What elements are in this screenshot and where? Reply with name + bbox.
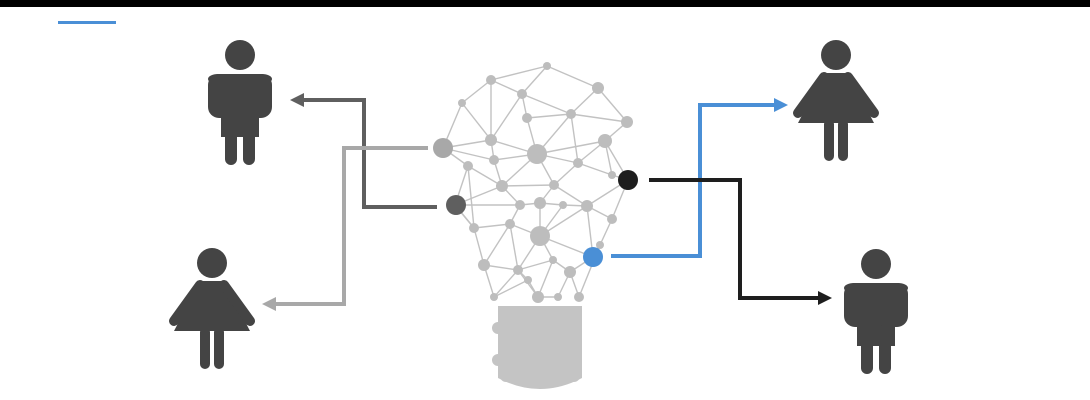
top-bar [0, 0, 1090, 7]
man-icon [843, 248, 909, 375]
network-node [469, 223, 479, 233]
network-node [527, 144, 547, 164]
network-node [513, 265, 523, 275]
woman-icon [798, 40, 874, 161]
person-top-left [207, 39, 273, 166]
network-node [566, 109, 576, 119]
network-node [534, 197, 546, 209]
network-node [598, 134, 612, 148]
network-node [559, 201, 567, 209]
network-edge [537, 259, 554, 298]
network-edge [473, 227, 485, 266]
network-node [554, 293, 562, 301]
bulb-base-ring [492, 354, 580, 366]
bulb-node-black [618, 170, 638, 190]
network-edge [467, 165, 475, 229]
person-bottom-left [174, 248, 250, 369]
network-node [458, 99, 466, 107]
network-node [524, 276, 532, 284]
arrow-icon [774, 98, 788, 112]
network-node [608, 171, 616, 179]
bulb-node-light-gray [433, 138, 453, 158]
network-node [543, 62, 551, 70]
network-edge [521, 93, 572, 115]
network-node [592, 82, 604, 94]
connector-black [649, 178, 832, 305]
network-edge [536, 140, 606, 155]
network-edge [570, 113, 579, 164]
network-edge [553, 162, 579, 186]
network-node [505, 219, 515, 229]
bulb-base-ring [492, 322, 580, 334]
network-edge [553, 184, 588, 207]
network-edge [517, 259, 554, 271]
bulb-base-ring [500, 370, 580, 382]
network-edge [501, 184, 555, 187]
network-edge [577, 162, 613, 176]
network-node [489, 155, 499, 165]
network-node [478, 259, 490, 271]
network-node [549, 180, 559, 190]
network-edge [490, 65, 548, 81]
connector-light-gray [262, 146, 428, 311]
network-edge [546, 65, 599, 89]
network-edge [473, 223, 511, 229]
network-edge [461, 102, 492, 141]
network-node [522, 113, 532, 123]
network-node [574, 292, 584, 302]
accent-line [58, 21, 116, 24]
network-edge [570, 87, 599, 115]
network-node [490, 293, 498, 301]
bulb-base-ring [500, 306, 580, 318]
network-edge [461, 79, 492, 104]
network-node [517, 89, 527, 99]
person-top-right [798, 40, 874, 161]
person-bottom-right [843, 248, 909, 375]
network-node [621, 116, 633, 128]
man-icon [207, 39, 273, 166]
network-edge [509, 223, 519, 271]
bulb-base-ring [500, 338, 580, 350]
network-node [581, 200, 593, 212]
woman-icon [174, 248, 250, 369]
bulb-base [492, 306, 582, 389]
arrow-icon [290, 93, 304, 107]
connector-dark-gray [290, 93, 437, 209]
network-node [564, 266, 576, 278]
network-node [532, 291, 544, 303]
network-node [486, 75, 496, 85]
network-edge [493, 279, 529, 298]
network-edge [526, 113, 572, 119]
arrow-icon [818, 291, 832, 305]
network-edge [521, 65, 548, 95]
arrow-icon [262, 297, 276, 311]
network-node [463, 161, 473, 171]
network-node [607, 214, 617, 224]
network-edge [570, 113, 628, 123]
bulb-node-dark-gray [446, 195, 466, 215]
connector-blue [611, 98, 788, 258]
network-edge [493, 269, 519, 298]
lightbulb-network-icon [442, 62, 633, 303]
bulb-node-blue [583, 247, 603, 267]
network-node [530, 226, 550, 246]
network-node [485, 134, 497, 146]
network-node [596, 241, 604, 249]
network-edge [597, 87, 628, 123]
network-node [573, 158, 583, 168]
network-node [515, 200, 525, 210]
network-edge [490, 79, 523, 95]
network-node [549, 256, 557, 264]
network-edge [467, 165, 503, 187]
network-node [496, 180, 508, 192]
network-edge [483, 223, 511, 266]
network-edge [490, 93, 523, 141]
